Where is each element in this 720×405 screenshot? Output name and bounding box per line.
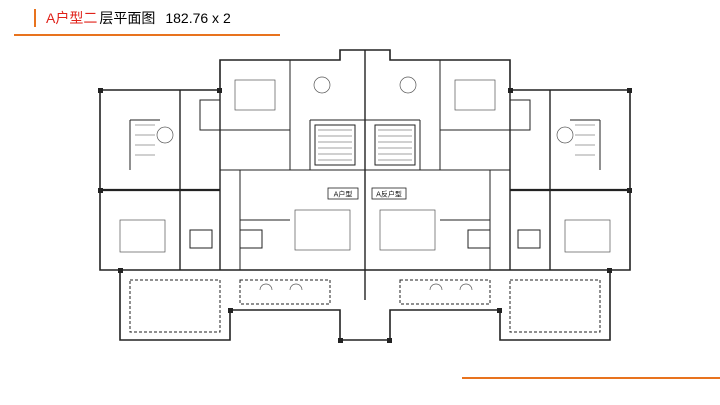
page-header: A户型二 层平面图 182.76 x 2 bbox=[34, 8, 231, 28]
header-rule bbox=[14, 34, 280, 36]
floor-plan-drawing: A户型 A反户型 bbox=[98, 49, 632, 343]
footer-rule bbox=[462, 377, 720, 379]
title-marker bbox=[34, 9, 36, 27]
unit-label-left: A户型 bbox=[334, 190, 353, 199]
title-main: 层平面图 bbox=[99, 10, 156, 26]
title-area: 182.76 x 2 bbox=[165, 10, 231, 26]
unit-label-right: A反户型 bbox=[376, 190, 402, 199]
title-accent: A户型二 bbox=[46, 10, 98, 26]
